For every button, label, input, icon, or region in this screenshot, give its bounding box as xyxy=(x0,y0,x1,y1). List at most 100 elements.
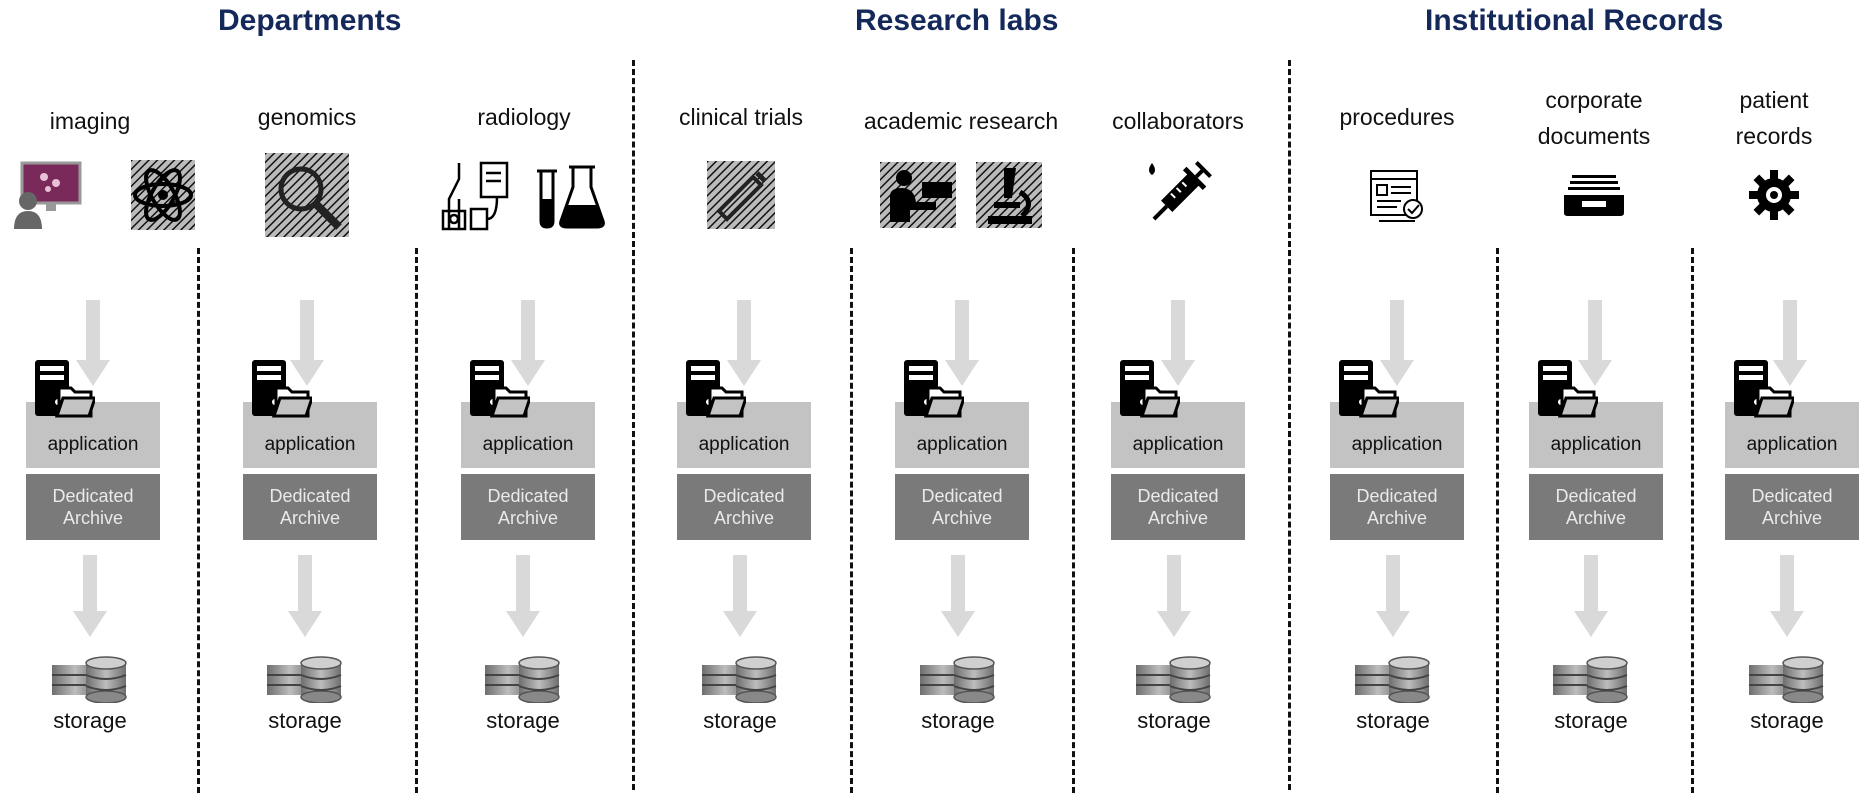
storage-label: storage xyxy=(1750,708,1824,733)
archive-label-line2: Archive xyxy=(497,508,559,528)
down-arrow-icon xyxy=(727,300,761,386)
column-divider xyxy=(1072,248,1075,793)
archive-label-line2: Archive xyxy=(1366,508,1428,528)
application-label: application xyxy=(698,434,790,455)
column-label: clinical trials xyxy=(679,104,803,130)
column-imaging: imaging xyxy=(0,0,195,793)
server-folder-icon xyxy=(1120,360,1180,418)
down-arrow-icon xyxy=(1574,555,1608,637)
atom-icon xyxy=(131,160,195,230)
application-label: application xyxy=(1550,434,1642,455)
application-label: application xyxy=(482,434,574,455)
column-label: radiology xyxy=(477,104,571,130)
column-label: procedures xyxy=(1339,104,1455,130)
column-divider xyxy=(415,248,418,793)
archive-label-line1: Dedicated xyxy=(52,486,134,506)
column-clinical-trials: clinical trials xyxy=(651,0,831,793)
down-arrow-icon xyxy=(723,555,757,637)
down-arrow-icon xyxy=(511,300,545,386)
application-label: application xyxy=(1351,434,1443,455)
storage-disk-icon xyxy=(267,656,342,703)
column-divider xyxy=(850,248,853,793)
column-corporate-documents: corporate documents xyxy=(1504,0,1684,793)
down-arrow-icon xyxy=(1161,300,1195,386)
archive-label-line1: Dedicated xyxy=(1555,486,1637,506)
storage-disk-icon xyxy=(1355,656,1430,703)
server-folder-icon xyxy=(1538,360,1598,418)
archive-label-line1: Dedicated xyxy=(487,486,569,506)
down-arrow-icon xyxy=(1770,555,1804,637)
column-divider xyxy=(1496,248,1499,793)
microscope-icon xyxy=(976,162,1042,228)
column-label: imaging xyxy=(49,108,131,134)
archive-label-line1: Dedicated xyxy=(1751,486,1833,506)
lab-computer-icon xyxy=(14,161,82,229)
storage-disk-icon xyxy=(1749,656,1824,703)
storage-label: storage xyxy=(1554,708,1628,733)
archive-label-line1: Dedicated xyxy=(269,486,351,506)
server-folder-icon xyxy=(1734,360,1794,418)
down-arrow-icon xyxy=(1773,300,1807,386)
group-divider xyxy=(1288,60,1291,790)
server-folder-icon xyxy=(904,360,964,418)
storage-label: storage xyxy=(703,708,777,733)
column-label: patient records xyxy=(1735,87,1813,149)
application-box: application xyxy=(1725,402,1859,468)
archive-label-line1: Dedicated xyxy=(1356,486,1438,506)
syringe-icon xyxy=(1149,161,1212,221)
archive-label-line2: Archive xyxy=(1147,508,1209,528)
column-label: academic research xyxy=(863,108,1059,134)
storage-label: storage xyxy=(486,708,560,733)
down-arrow-icon xyxy=(1157,555,1191,637)
server-folder-icon xyxy=(686,360,746,418)
storage-label: storage xyxy=(1356,708,1430,733)
server-folder-icon xyxy=(35,360,95,418)
column-procedures: procedures xyxy=(1307,0,1487,793)
down-arrow-icon xyxy=(1376,555,1410,637)
down-arrow-icon xyxy=(73,555,107,637)
application-label: application xyxy=(264,434,356,455)
archive-label-line2: Archive xyxy=(62,508,124,528)
group-title-institutional-records: Institutional Records xyxy=(1425,4,1724,37)
application-label: application xyxy=(916,434,1008,455)
group-title-departments: Departments xyxy=(218,4,402,37)
storage-disk-icon xyxy=(485,656,560,703)
application-label: application xyxy=(47,434,139,455)
column-academic-research: academic research xyxy=(864,0,1058,793)
group-title-research-labs: Research labs xyxy=(855,4,1059,37)
down-arrow-icon xyxy=(506,555,540,637)
storage-label: storage xyxy=(53,708,127,733)
archive-label-line1: Dedicated xyxy=(1137,486,1219,506)
storage-label: storage xyxy=(1137,708,1211,733)
column-label: corporate documents xyxy=(1537,87,1651,149)
application-box: application xyxy=(895,402,1029,468)
procedure-document-icon xyxy=(1370,170,1423,222)
archive-label-line2: Archive xyxy=(931,508,993,528)
storage-disk-icon xyxy=(920,656,995,703)
column-label: collaborators xyxy=(1112,108,1244,134)
storage-disk-icon xyxy=(1553,656,1628,703)
lab-equipment-icon xyxy=(441,161,509,231)
down-arrow-icon xyxy=(941,555,975,637)
storage-label: storage xyxy=(268,708,342,733)
down-arrow-icon xyxy=(945,300,979,386)
flask-icon xyxy=(537,165,605,229)
archive-label-line2: Archive xyxy=(713,508,775,528)
medical-trial-icon xyxy=(707,161,775,229)
server-folder-icon xyxy=(470,360,530,418)
archive-label-line2: Archive xyxy=(279,508,341,528)
storage-label: storage xyxy=(921,708,995,733)
application-label: application xyxy=(1132,434,1224,455)
down-arrow-icon xyxy=(288,555,322,637)
group-divider xyxy=(632,60,635,790)
server-folder-icon xyxy=(252,360,312,418)
down-arrow-icon xyxy=(1578,300,1612,386)
archive-label-line2: Archive xyxy=(1565,508,1627,528)
down-arrow-icon xyxy=(1380,300,1414,386)
column-divider xyxy=(1691,248,1694,793)
